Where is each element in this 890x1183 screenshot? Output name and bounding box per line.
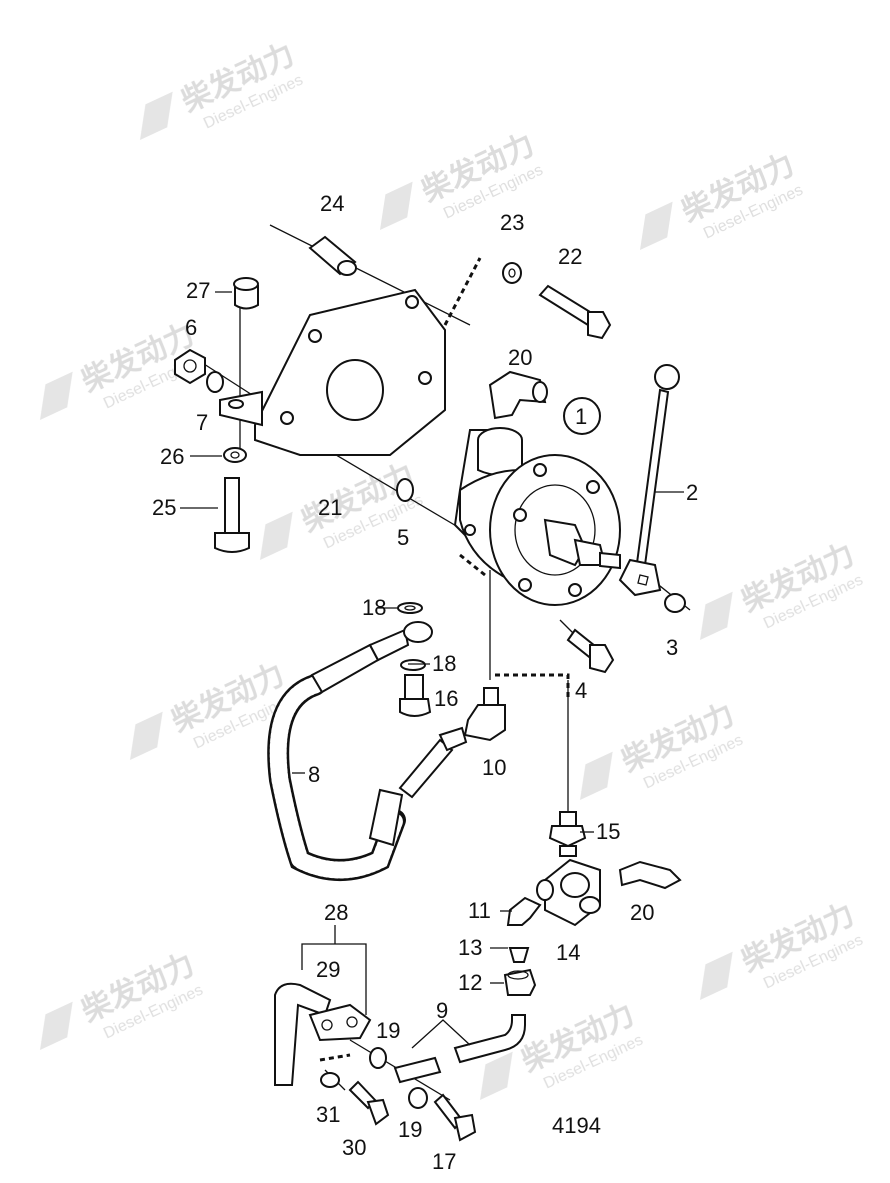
callout-16: 16 [434, 686, 458, 711]
callout-20-right: 20 [630, 900, 654, 925]
bolt-25 [214, 477, 250, 553]
callout-4: 4 [575, 678, 587, 703]
callout-3: 3 [666, 635, 678, 660]
watermark-logo-icon [130, 711, 163, 760]
watermark-layer: 柴发动力 Diesel-Engines 柴发动力 Diesel-Engines … [40, 38, 866, 1100]
watermark-11: 柴发动力 Diesel-Engines [700, 898, 866, 1000]
callout-5: 5 [397, 525, 409, 550]
watermark-logo-icon [140, 91, 173, 140]
group-brackets [301, 925, 471, 1049]
leader-lines [189, 224, 691, 1101]
callout-22: 22 [558, 244, 582, 269]
callout-15: 15 [596, 819, 620, 844]
bolt-22 [538, 284, 612, 340]
hand-lever [618, 364, 680, 597]
callout-1: 1 [575, 404, 587, 429]
callout-1-circle [563, 397, 601, 435]
nut-6 [174, 348, 206, 385]
watermark-6: 柴发动力 Diesel-Engines [700, 538, 866, 640]
elbow-10 [463, 687, 506, 742]
washer-31 [320, 1072, 340, 1088]
watermark-4: 柴发动力 Diesel-Engines [40, 318, 206, 420]
elbow-20-top [488, 370, 548, 420]
callout-2: 2 [686, 480, 698, 505]
callout-19-top: 19 [376, 1018, 400, 1043]
callout-10: 10 [482, 755, 506, 780]
bolt-30 [348, 1080, 390, 1126]
callout-9: 9 [436, 998, 448, 1023]
watermark-1: 柴发动力 Diesel-Engines [140, 38, 306, 140]
washer-7 [206, 371, 224, 393]
watermark-logo-icon [380, 181, 413, 230]
watermark-logo-icon [40, 371, 73, 420]
watermark-logo-icon [480, 1051, 513, 1100]
callout-12: 12 [458, 970, 482, 995]
bolt-4 [566, 628, 615, 674]
washer-26 [223, 447, 247, 463]
callout-8: 8 [308, 762, 320, 787]
watermark-8: 柴发动力 Diesel-Engines [580, 698, 746, 800]
figure-number: 4194 [552, 1113, 601, 1138]
callout-27: 27 [186, 278, 210, 303]
washer-23 [502, 262, 522, 284]
callout-31: 31 [316, 1102, 340, 1127]
callout-6: 6 [185, 315, 197, 340]
watermark-logo-icon [260, 511, 293, 560]
callout-13: 13 [458, 935, 482, 960]
watermark-9: 柴发动力 Diesel-Engines [40, 948, 206, 1050]
watermark-logo-icon [700, 951, 733, 1000]
callout-18-bottom: 18 [432, 651, 456, 676]
callout-7: 7 [196, 410, 208, 435]
watermark-3: 柴发动力 Diesel-Engines [640, 148, 806, 250]
spacer-sleeve [308, 235, 357, 276]
banjo-fitting [397, 602, 433, 717]
mounting-bracket [219, 288, 446, 456]
nut-3 [664, 593, 686, 613]
fitting-15 [548, 811, 587, 857]
callout-29: 29 [316, 957, 340, 982]
callout-28: 28 [324, 900, 348, 925]
callout-24: 24 [320, 191, 344, 216]
washer-19a [369, 1047, 387, 1069]
pump-body [453, 427, 621, 606]
washer-5 [396, 478, 414, 502]
sleeve-27 [233, 277, 259, 310]
elbow-20-right [618, 860, 682, 890]
callout-leaders [180, 291, 684, 984]
pipe-9 [393, 1014, 526, 1084]
hose-8 [267, 628, 468, 881]
valve-14 [536, 858, 601, 927]
pickup-pipe-29 [274, 982, 372, 1086]
callout-21: 21 [318, 495, 342, 520]
callout-19-bottom: 19 [398, 1117, 422, 1142]
elbow-11 [506, 896, 542, 926]
watermark-10: 柴发动力 Diesel-Engines [480, 998, 646, 1100]
callout-25: 25 [152, 495, 176, 520]
callout-20-top: 20 [508, 345, 532, 370]
watermark-logo-icon [640, 201, 673, 250]
callout-labels: 1 2 3 4 5 6 7 8 9 10 11 12 13 14 15 16 1… [152, 191, 698, 1174]
callout-23: 23 [500, 210, 524, 235]
ferrule-13 [508, 947, 530, 963]
watermark-logo-icon [580, 751, 613, 800]
nut-12 [503, 968, 537, 996]
callout-17: 17 [432, 1149, 456, 1174]
washer-19b [408, 1087, 428, 1109]
banjo-bolt-17 [433, 1093, 477, 1142]
watermark-logo-icon [40, 1001, 73, 1050]
callout-11: 11 [468, 898, 491, 923]
callout-30: 30 [342, 1135, 366, 1160]
callout-26: 26 [160, 444, 184, 469]
callout-14: 14 [556, 940, 580, 965]
watermark-logo-icon [700, 591, 733, 640]
